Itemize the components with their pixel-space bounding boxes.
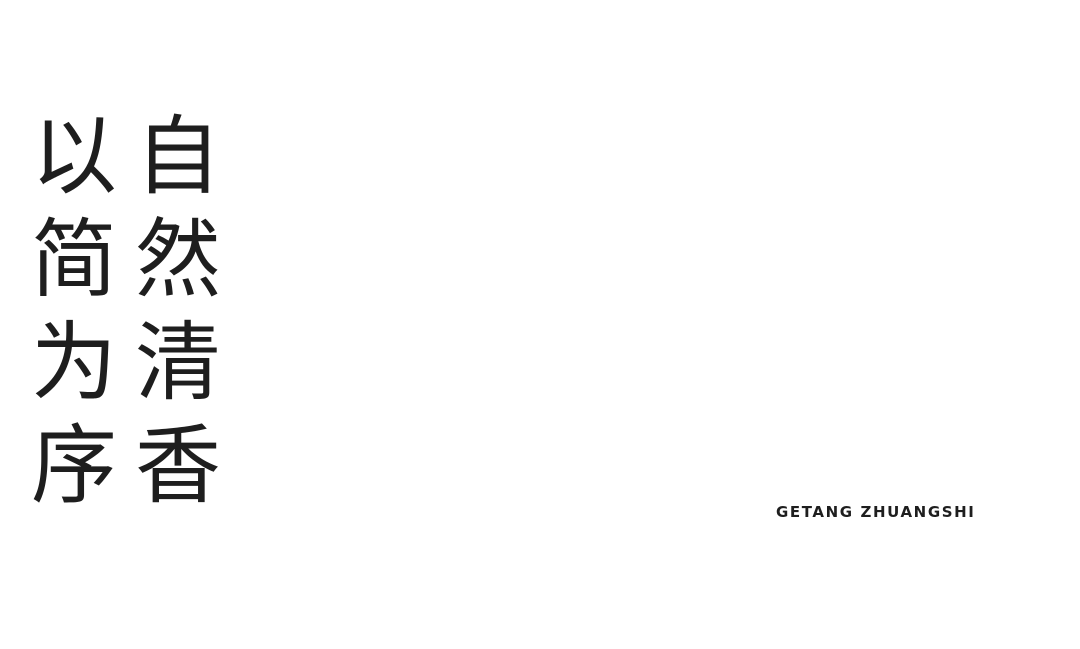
poem-char: 清 xyxy=(135,313,221,413)
poem-char: 简 xyxy=(31,210,117,310)
poem-char: 以 xyxy=(31,107,117,207)
poem-char: 香 xyxy=(135,416,221,516)
brand-tagline: GETANG ZHUANGSHI xyxy=(776,503,976,521)
poem-char: 自 xyxy=(135,107,221,207)
poem-column-right: 自 然 清 香 xyxy=(134,106,222,518)
poem-column-left: 以 简 为 序 xyxy=(30,106,118,518)
poem-char: 然 xyxy=(135,210,221,310)
poem-char: 序 xyxy=(31,416,117,516)
poem-char: 为 xyxy=(31,313,117,413)
vertical-poem: 以 简 为 序 自 然 清 香 xyxy=(30,106,222,518)
